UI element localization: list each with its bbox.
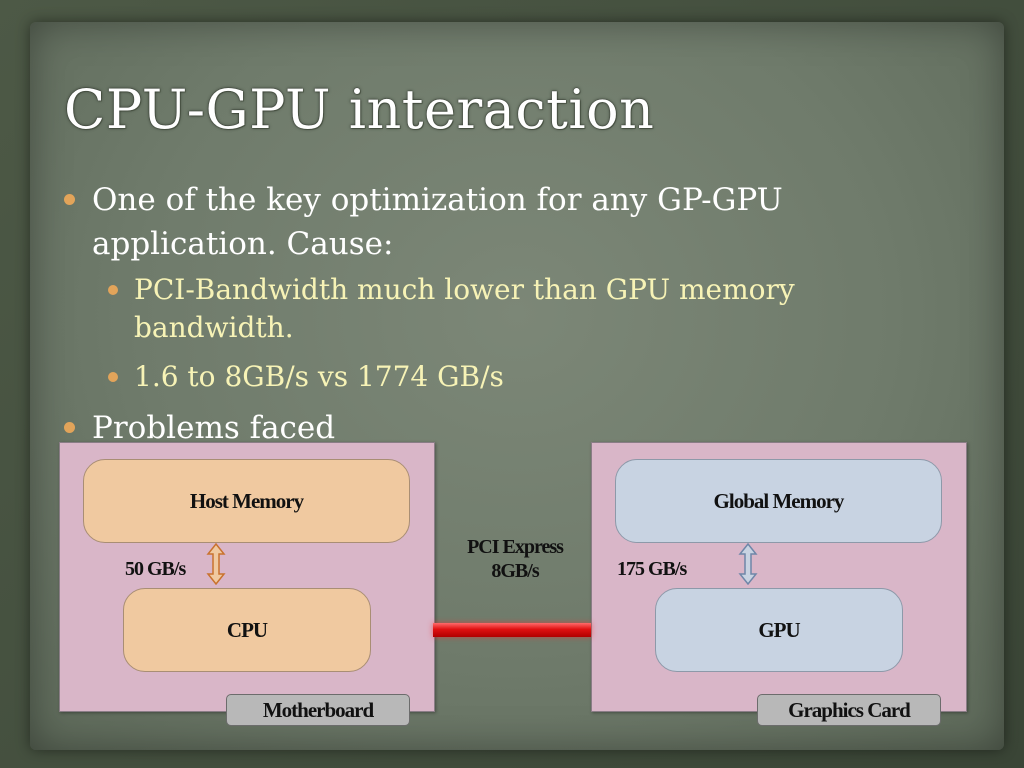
bullet-2-text: Problems faced [92, 410, 336, 446]
double-arrow-icon [206, 543, 226, 585]
pci-express-bandwidth: 8GB/s [491, 560, 539, 582]
pci-express-label: PCI Express 8GB/s [440, 535, 590, 583]
bullet-1-text: One of the key optimization for any GP-G… [92, 182, 783, 262]
graphics-card-bandwidth-label: 175 GB/s [617, 558, 687, 580]
sub-bullet-2-text: 1.6 to 8GB/s vs 1774 GB/s [134, 360, 504, 393]
motherboard-bandwidth-label: 50 GB/s [125, 558, 186, 580]
motherboard-label: Motherboard [226, 694, 410, 726]
slide-title: CPU-GPU interaction [64, 78, 655, 141]
gpu-box: GPU [655, 588, 903, 672]
cpu-box: CPU [123, 588, 371, 672]
bullet-dot [64, 422, 75, 433]
sub-bullet-1-text: PCI-Bandwidth much lower than GPU memory… [134, 273, 795, 344]
sub-bullet-dot [108, 285, 118, 295]
global-memory-box: Global Memory [615, 459, 942, 543]
host-memory-box: Host Memory [83, 459, 410, 543]
double-arrow-icon [738, 543, 758, 585]
pci-express-link [433, 623, 591, 637]
graphics-card-label: Graphics Card [757, 694, 941, 726]
sub-bullet-2: 1.6 to 8GB/s vs 1774 GB/s [108, 358, 854, 396]
bullet-1: One of the key optimization for any GP-G… [64, 178, 832, 266]
sub-bullet-dot [108, 372, 118, 382]
bullet-2: Problems faced [64, 406, 492, 450]
pci-express-name: PCI Express [467, 536, 564, 558]
bullet-dot [64, 194, 75, 205]
sub-bullet-1: PCI-Bandwidth much lower than GPU memory… [108, 271, 854, 347]
